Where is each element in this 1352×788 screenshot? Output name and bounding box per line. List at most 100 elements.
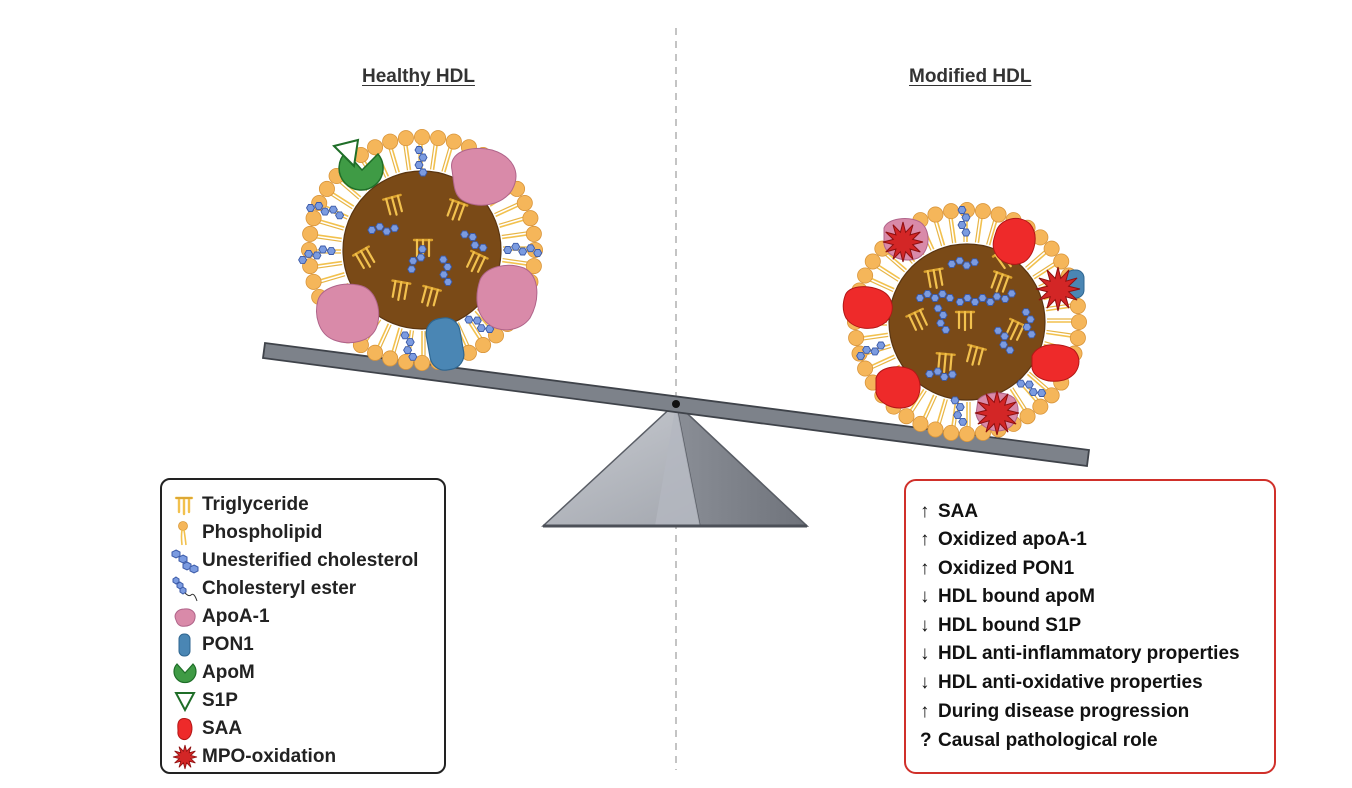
unesterified-cholesterol	[503, 242, 543, 257]
mpo-oxidation-icon	[172, 744, 198, 770]
effect-text: HDL anti-inflammatory properties	[938, 643, 1240, 664]
effect-text: HDL bound apoM	[938, 586, 1095, 607]
legend-box: Triglyceride Phospholipid Unesterified c…	[160, 478, 446, 774]
legend-label: Phospholipid	[202, 522, 323, 543]
unesterified-cholesterol	[305, 202, 345, 220]
pon1-protein	[425, 317, 465, 371]
saa-protein	[875, 366, 921, 409]
effect-arrow: ↓	[920, 615, 930, 636]
mpo-oxidation-star	[974, 390, 1020, 436]
effect-text: HDL anti-oxidative properties	[938, 672, 1203, 693]
legend-label: Unesterified cholesterol	[202, 550, 419, 571]
cholesteryl-ester	[460, 230, 488, 252]
legend-item-unesterified-cholesterol: Unesterified cholesterol	[162, 548, 442, 574]
saa-protein	[1031, 344, 1080, 382]
effect-text: Oxidized PON1	[938, 558, 1075, 579]
effect-item: ↓ HDL bound apoM	[920, 586, 1270, 612]
effect-item: ↑ During disease progression	[920, 701, 1270, 727]
fulcrum-pyramid	[541, 400, 809, 528]
triglyceride	[466, 249, 489, 273]
effect-arrow: ↓	[920, 672, 930, 693]
cholesteryl-ester	[993, 326, 1015, 355]
legend-label: ApoA-1	[202, 606, 270, 627]
cholesteryl-ester	[947, 256, 980, 270]
saa-protein	[842, 286, 893, 329]
triglyceride	[935, 352, 956, 374]
effect-item: ↑Oxidized apoA-1	[920, 529, 1270, 555]
triglyceride	[446, 198, 469, 221]
mpo-oxidation-star	[882, 221, 924, 263]
apom-icon	[173, 663, 197, 684]
cholesteryl-ester	[915, 290, 955, 302]
s1p-icon	[174, 692, 196, 713]
pon1-icon	[178, 633, 191, 657]
healthy-hdl-particle	[298, 128, 544, 371]
cholesteryl-ester	[438, 255, 453, 286]
apoa1-icon	[174, 608, 196, 627]
legend-item-s1p: S1P	[162, 688, 442, 714]
unesterified-cholesterol	[1016, 379, 1047, 397]
effect-item: ↑ SAA	[920, 501, 1270, 527]
cholesteryl-ester	[407, 245, 427, 274]
saa-icon	[177, 718, 193, 740]
legend-item-phospholipid: Phospholipid	[162, 520, 442, 546]
phospholipid-icon	[178, 521, 188, 546]
effect-text: SAA	[938, 501, 979, 522]
legend-label: Cholesteryl ester	[202, 578, 357, 599]
unesterified-cholesterol	[950, 396, 968, 426]
effect-text: Causal pathological role	[938, 730, 1158, 751]
mpo-oxidation-star	[1035, 266, 1081, 312]
triglyceride	[391, 279, 412, 301]
effect-arrow: ↓	[920, 643, 930, 664]
cholesteryl-ester	[933, 304, 951, 334]
effect-item: ↓ HDL anti-oxidative properties	[920, 672, 1270, 698]
effect-text: Oxidized apoA-1	[938, 529, 1087, 550]
legend-label: SAA	[202, 718, 243, 739]
effect-item: ? Causal pathological role	[920, 730, 1270, 756]
unesterified-cholesterol	[856, 341, 886, 360]
effect-arrow: ↑	[920, 701, 930, 722]
effect-arrow: ↑	[920, 558, 930, 579]
apoa1-protein	[316, 283, 380, 344]
effect-arrow: ↓	[920, 586, 930, 607]
triglyceride-icon	[174, 496, 194, 516]
triglyceride	[990, 270, 1013, 293]
unesterified-cholesterol	[957, 206, 971, 237]
effect-arrow: ↑	[920, 501, 930, 522]
legend-label: PON1	[202, 634, 254, 655]
legend-item-cholesteryl-ester: Cholesteryl ester	[162, 576, 442, 602]
unesterified-cholesterol	[414, 146, 428, 177]
effect-arrow: ?	[920, 730, 932, 751]
modified-hdl-particle	[842, 201, 1088, 442]
legend-item-pon1: PON1	[162, 632, 442, 658]
saa-protein	[992, 217, 1036, 265]
cholesteryl-ester	[985, 289, 1017, 306]
legend-label: Triglyceride	[202, 494, 309, 515]
effect-item: ↑ Oxidized PON1	[920, 558, 1270, 584]
apoa1-protein	[451, 147, 517, 206]
unesterified-cholesterol	[400, 331, 418, 361]
cholesteryl-ester	[367, 222, 400, 236]
triglyceride	[966, 343, 987, 366]
effect-text: HDL bound S1P	[938, 615, 1082, 636]
triglyceride	[352, 245, 376, 270]
legend-label: ApoM	[202, 662, 255, 683]
cholesteryl-ester	[925, 367, 957, 381]
legend-item-apoa1: ApoA-1	[162, 604, 442, 630]
effect-text: During disease progression	[938, 701, 1190, 722]
legend-item-saa: SAA	[162, 716, 442, 742]
triglyceride	[954, 310, 976, 332]
triglyceride	[382, 193, 403, 216]
legend-item-mpo-oxidation: MPO-oxidation	[162, 744, 442, 770]
unesterified-cholesterol	[1021, 308, 1037, 339]
healthy-hdl-title: Healthy HDL	[362, 66, 475, 87]
legend-label: MPO-oxidation	[202, 746, 337, 767]
modified-hdl-effects-box: ↑SAA ↑Oxidized apoA-1 ↑Oxidized PON1 ↓HD…	[904, 479, 1276, 774]
modified-hdl-title: Modified HDL	[909, 66, 1032, 87]
legend-item-apom: ApoM	[162, 660, 442, 686]
triglyceride	[905, 307, 928, 331]
triglyceride	[421, 284, 442, 307]
apoa1-protein	[476, 264, 538, 331]
effect-item: ↓ HDL anti-inflammatory properties	[920, 643, 1270, 669]
